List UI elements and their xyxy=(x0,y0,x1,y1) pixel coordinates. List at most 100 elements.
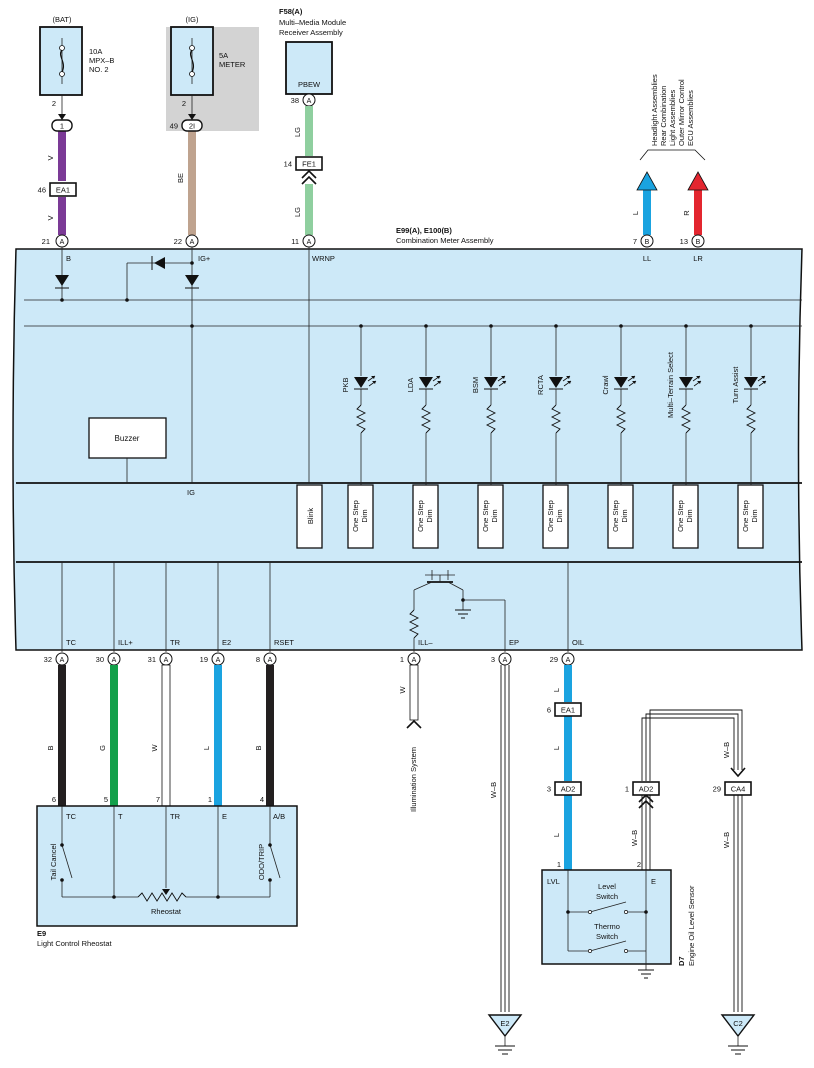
svg-text:G: G xyxy=(98,745,107,751)
meter-internal-power xyxy=(55,247,310,483)
bottom-pin-label: EP xyxy=(509,638,519,647)
svg-text:B: B xyxy=(696,239,701,246)
meter-lower-circuit xyxy=(61,562,569,652)
bottom-pin-letter: A xyxy=(112,657,117,664)
svg-text:Buzzer: Buzzer xyxy=(115,434,140,443)
wire-v-label-2: V xyxy=(46,215,55,220)
svg-text:CA4: CA4 xyxy=(731,785,746,794)
svg-text:2I: 2I xyxy=(189,122,195,131)
svg-text:W–B: W–B xyxy=(722,832,731,848)
blink-box: Blink xyxy=(296,484,323,549)
svg-text:1: 1 xyxy=(557,860,561,869)
label-ig: IG xyxy=(187,488,195,497)
dim-label-b: Dim xyxy=(490,509,499,522)
svg-text:49: 49 xyxy=(170,122,178,131)
bottom-pin-number: 30 xyxy=(96,655,104,664)
label-igplus: IG+ xyxy=(198,254,211,263)
connector-fe1: FE1 14 xyxy=(284,156,323,171)
bottom-pin-label: E2 xyxy=(222,638,231,647)
led-crawl: Crawl xyxy=(601,324,637,485)
target-3: Light Assemblies xyxy=(668,89,677,146)
tail-cancel-label: Tail Cancel xyxy=(49,843,58,880)
svg-text:13: 13 xyxy=(680,237,688,246)
svg-text:11: 11 xyxy=(291,237,299,246)
bottom-pin-letter: A xyxy=(60,657,65,664)
led-label: BSM xyxy=(471,377,480,393)
bottom-pin-number: 3 xyxy=(491,655,495,664)
svg-text:B: B xyxy=(46,745,55,750)
wire-r-out xyxy=(694,188,702,235)
bottom-pin-number: 19 xyxy=(200,655,208,664)
mmm-pin: 38 xyxy=(291,96,299,105)
svg-text:FE1: FE1 xyxy=(302,160,316,169)
svg-text:AD2: AD2 xyxy=(639,785,654,794)
sensor-code: D7 xyxy=(677,956,686,966)
bottom-pin-letter: A xyxy=(503,657,508,664)
dim-label-a: One Step xyxy=(741,500,750,532)
top-pin-21: A 21 xyxy=(42,234,69,248)
dim-label-a: One Step xyxy=(416,500,425,532)
bottom-pin-label: TR xyxy=(170,638,181,647)
svg-text:6: 6 xyxy=(547,706,551,715)
svg-text:7: 7 xyxy=(633,237,637,246)
svg-text:5: 5 xyxy=(104,795,108,804)
svg-text:3: 3 xyxy=(547,785,551,794)
top-pin-7: B 7 xyxy=(633,234,654,248)
svg-text:A: A xyxy=(190,239,195,246)
bottom-pin-letter: A xyxy=(412,657,417,664)
svg-text:C2: C2 xyxy=(733,1019,743,1028)
connector-ad2-left: AD2 3 xyxy=(547,781,582,796)
wire-tc-b xyxy=(58,665,66,806)
wire-lg-label-2: LG xyxy=(293,207,302,217)
wire-l-out-label: L xyxy=(631,211,640,215)
rheostat-code: E9 xyxy=(37,929,46,938)
svg-text:Switch: Switch xyxy=(596,932,618,941)
label-wrnp: WRNP xyxy=(312,254,335,263)
svg-text:14: 14 xyxy=(284,160,292,169)
bottom-pin-30: ILL+A30 xyxy=(96,638,133,666)
wire-lg-2 xyxy=(305,184,313,235)
rheostat-name: Light Control Rheostat xyxy=(37,939,113,948)
bottom-pin-label: TC xyxy=(66,638,77,647)
svg-text:EA1: EA1 xyxy=(561,706,575,715)
bottom-pin-number: 32 xyxy=(44,655,52,664)
led-label: LDA xyxy=(406,378,415,393)
led-lda: LDA xyxy=(406,324,442,485)
top-pin-11: A 11 xyxy=(291,234,316,248)
bottom-pin-19: E2A 19 xyxy=(200,638,231,666)
svg-text:T: T xyxy=(118,812,123,821)
led-multi-terrain-select: Multi–Terrain Select xyxy=(666,324,702,485)
led-bsm: BSM xyxy=(471,324,507,485)
sensor-name: Engine Oil Level Sensor xyxy=(687,885,696,966)
svg-text:22: 22 xyxy=(174,237,182,246)
led-pkb: PKB xyxy=(341,324,377,485)
svg-text:W–B: W–B xyxy=(630,830,639,846)
bat-fuse-rating: 10A xyxy=(89,47,102,56)
upper-wires: V V BE LG LG L R xyxy=(46,95,709,235)
ig-fuse-name: METER xyxy=(219,60,246,69)
connector-ca4: CA4 29 xyxy=(713,781,752,796)
illumination-label: Illumination System xyxy=(409,747,418,812)
svg-text:E: E xyxy=(222,812,227,821)
svg-text:W–B: W–B xyxy=(489,782,498,798)
wire-v-1 xyxy=(58,131,66,181)
bat-fuse-number: NO. 2 xyxy=(89,65,109,74)
wire-ab-b xyxy=(266,665,274,806)
buzzer: Buzzer xyxy=(88,417,167,483)
bottom-pin-letter: A xyxy=(216,657,221,664)
ground-e2: E2 xyxy=(487,1014,523,1055)
svg-text:A: A xyxy=(60,239,65,246)
svg-text:Blink: Blink xyxy=(306,508,315,525)
wire-v-2 xyxy=(58,197,66,235)
led-label: Crawl xyxy=(601,375,610,395)
bat-fuse-name: MPX–B xyxy=(89,56,114,65)
dim-label-b: Dim xyxy=(555,509,564,522)
mmm-line1: Multi–Media Module xyxy=(279,18,346,27)
